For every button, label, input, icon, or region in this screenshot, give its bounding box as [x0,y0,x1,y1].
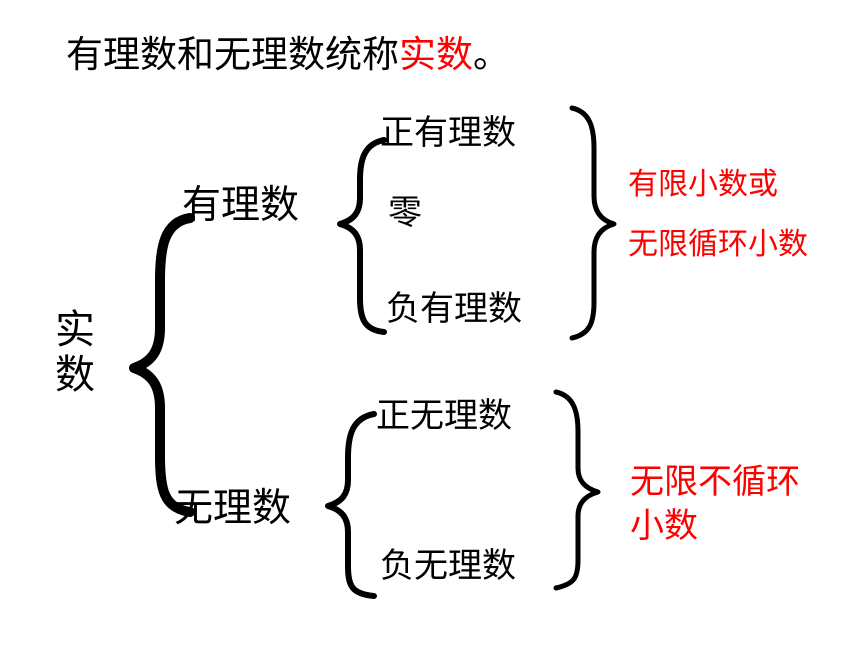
rational-left-brace [337,137,387,335]
rational-item: 正有理数 [380,113,516,153]
root-label: 实数 [55,307,95,398]
rational-item: 零 [388,193,422,233]
irrational-note: 无限不循环小数 [630,462,800,546]
root-left-brace [129,213,195,517]
rational-label: 有理数 [182,183,300,228]
rational-right-brace [569,105,617,341]
slide-title: 有理数和无理数统称实数。 [66,36,510,73]
title-suffix: 。 [473,33,510,76]
title-prefix: 有理数和无理数统称 [66,33,399,76]
irrational-right-brace [553,389,601,591]
irrational-label: 无理数 [174,486,292,531]
irrational-item: 负无理数 [380,546,516,586]
rational-item: 负有理数 [386,289,522,329]
rational-note-line: 无限循环小数 [628,227,808,262]
irrational-left-brace [325,411,377,599]
title-highlight: 实数 [399,33,473,76]
irrational-item: 正无理数 [376,396,512,436]
rational-note-line: 有限小数或 [628,167,778,202]
